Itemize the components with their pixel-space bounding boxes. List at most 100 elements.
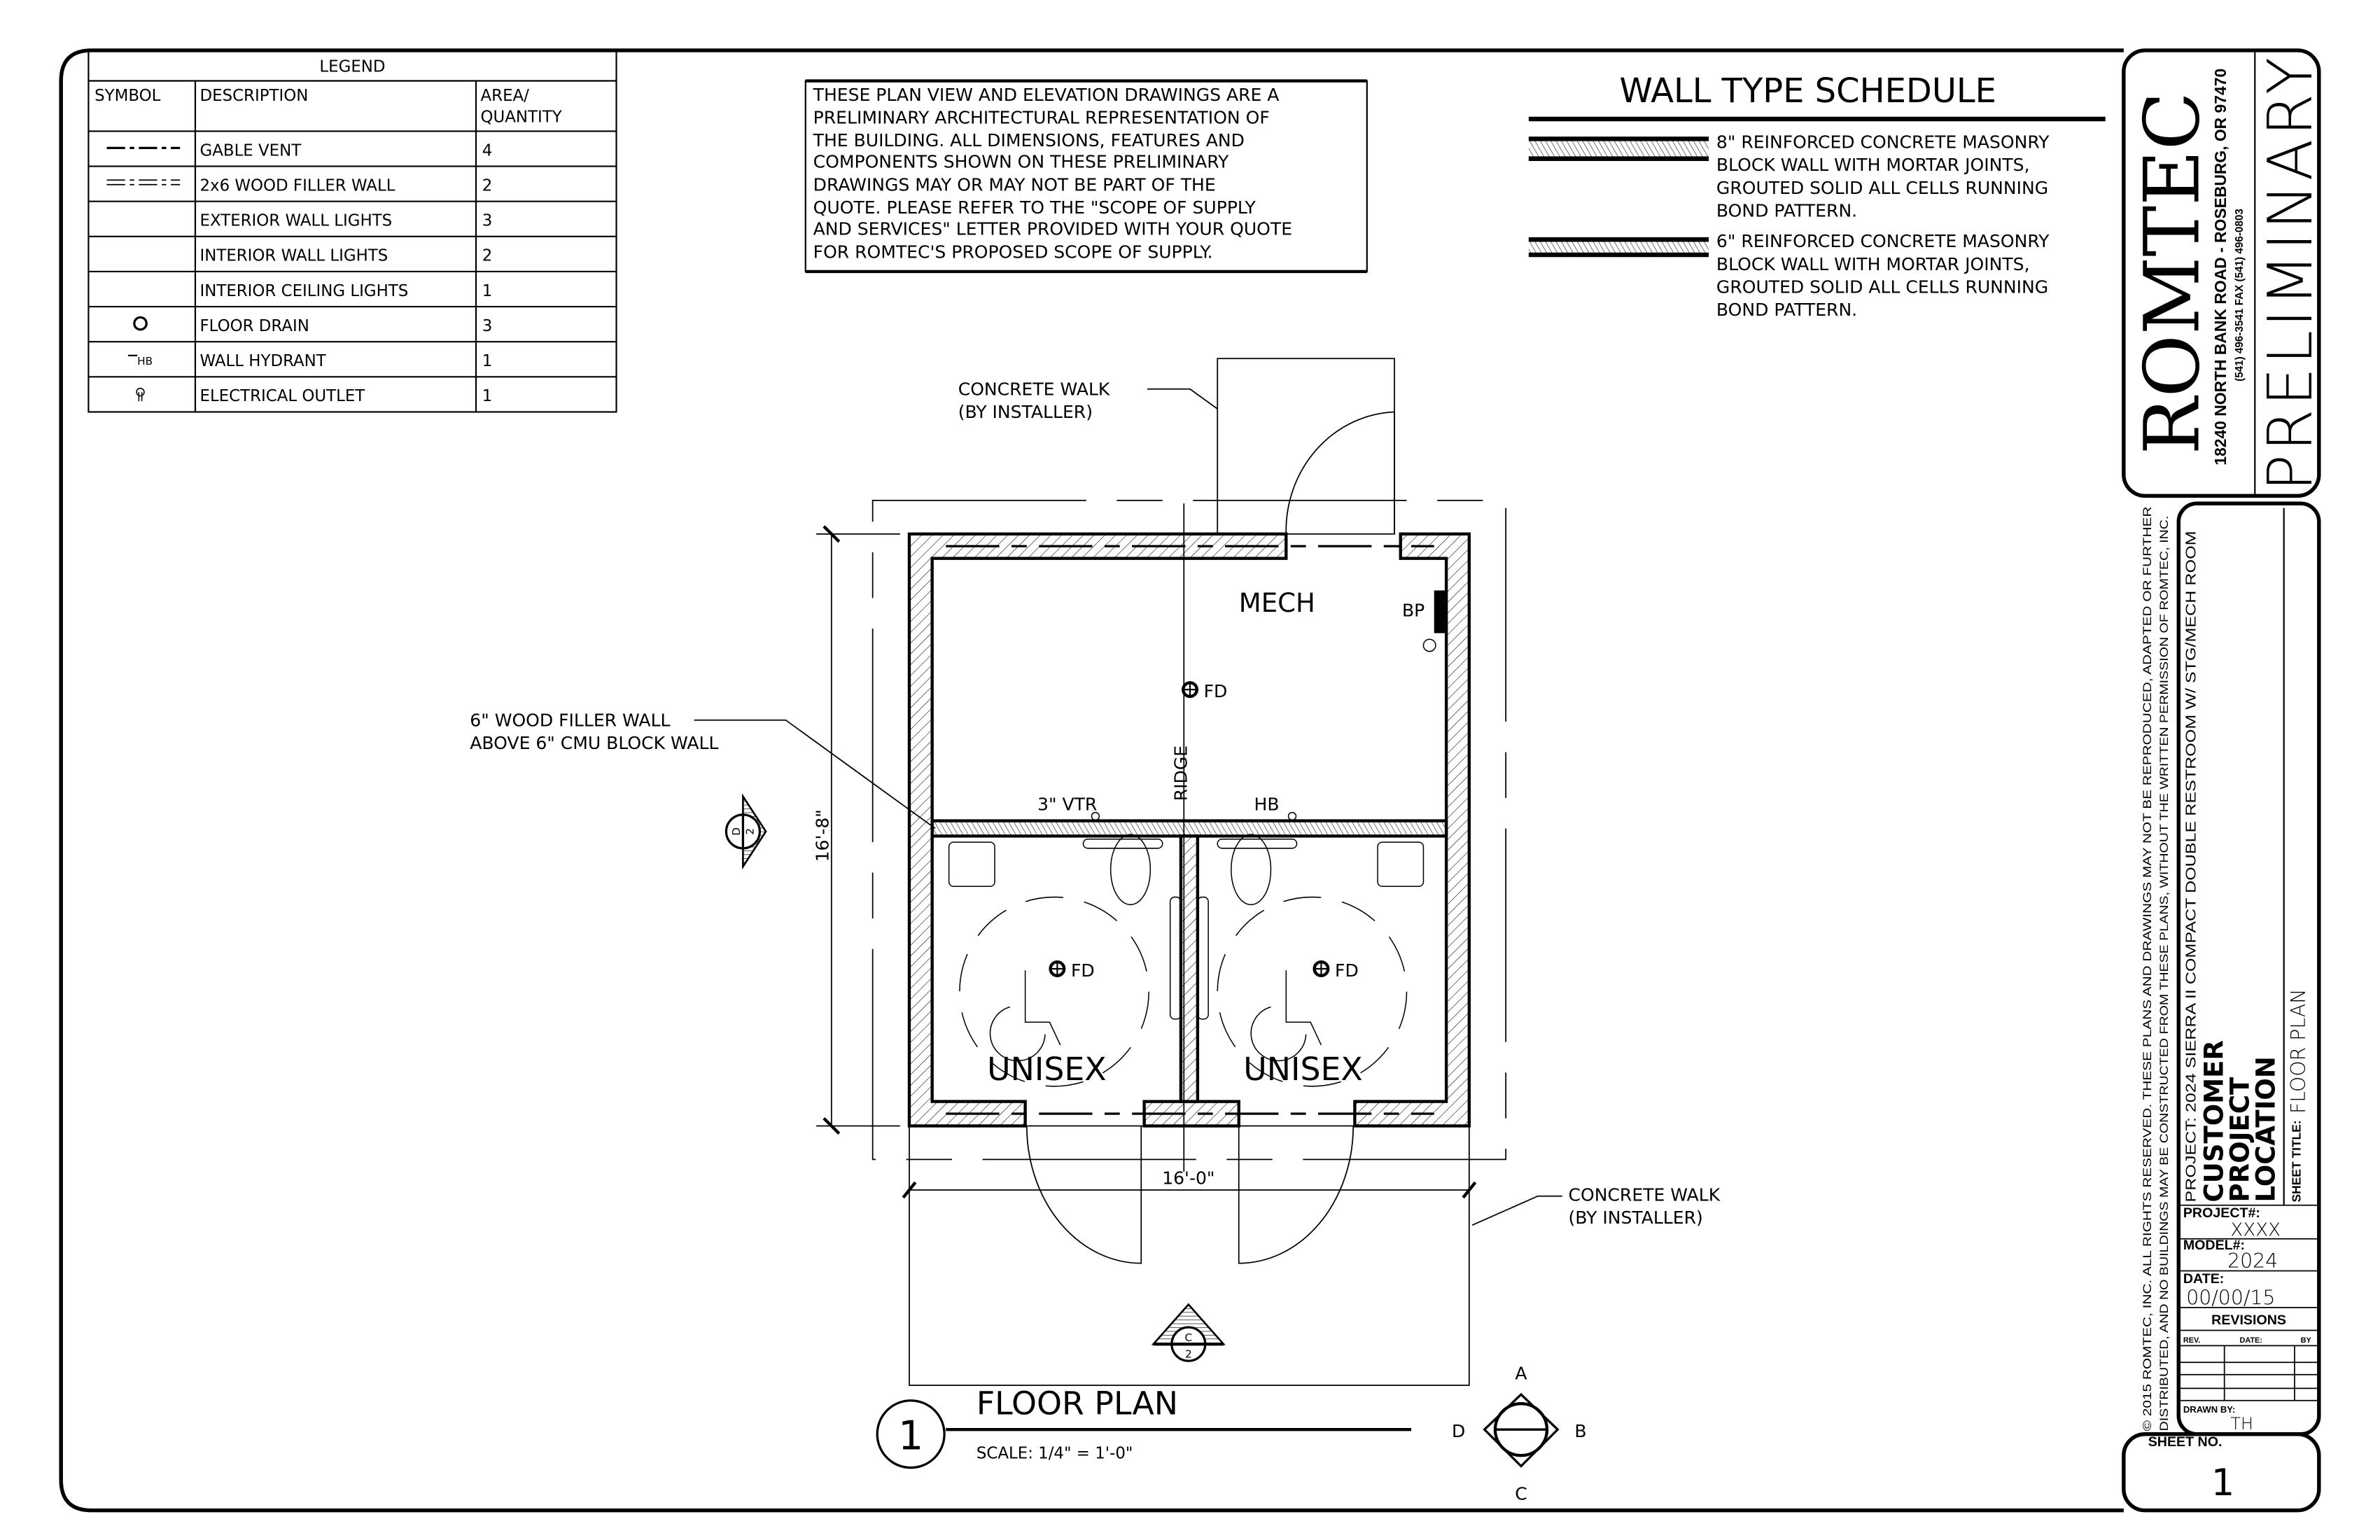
legend-table: LEGEND SYMBOL DESCRIPTION AREA/ QUANTITY… xyxy=(88,49,617,413)
company-phone: (541) 496-3541 FAX (541) 496-0803 xyxy=(2234,209,2246,382)
floor-plan: RIDGE MECH BP FD 3" VTR HB FD xyxy=(470,358,1721,1386)
svg-text:BLOCK WALL WITH MORTAR JOINTS,: BLOCK WALL WITH MORTAR JOINTS, xyxy=(1716,155,2030,175)
model-label: MODEL#: xyxy=(2183,1238,2245,1253)
sink-icon xyxy=(1377,841,1424,888)
company-logo: ROMTEC xyxy=(2128,92,2217,455)
svg-text:2x6 WOOD FILLER WALL: 2x6 WOOD FILLER WALL xyxy=(200,176,396,195)
svg-text:FOR ROMTEC'S PROPOSED SCOPE OF: FOR ROMTEC'S PROPOSED SCOPE OF SUPPLY. xyxy=(813,241,1213,262)
legend-header-area: AREA/ xyxy=(481,87,530,105)
cmu-divider-wall xyxy=(930,819,1448,838)
svg-text:FLOOR DRAIN: FLOOR DRAIN xyxy=(200,317,309,335)
model-number: 2024 xyxy=(2227,1250,2278,1273)
company-address: 18240 NORTH BANK ROAD - ROSEBURG, OR 974… xyxy=(2211,69,2230,465)
svg-text:3: 3 xyxy=(482,212,493,230)
legend-header-description: DESCRIPTION xyxy=(200,87,309,105)
toilet-icon xyxy=(1110,834,1152,906)
section-marker-c[interactable]: C 2 xyxy=(1151,1303,1226,1362)
date-label: DATE: xyxy=(2183,1271,2224,1287)
svg-text:ELECTRICAL OUTLET: ELECTRICAL OUTLET xyxy=(200,387,366,405)
floor-drain-label: FD xyxy=(1335,960,1359,981)
svg-text:GROUTED SOLID ALL CELLS RUNNIN: GROUTED SOLID ALL CELLS RUNNING xyxy=(1716,178,2048,198)
dimension-vertical xyxy=(816,525,900,1135)
copyright-line-1: © 2015 ROMTEC, INC. ALL RIGHTS RESERVED.… xyxy=(2141,507,2154,1432)
svg-text:EXTERIOR WALL LIGHTS: EXTERIOR WALL LIGHTS xyxy=(200,212,393,230)
drawn-by-label: DRAWN BY: xyxy=(2183,1404,2236,1415)
customer-name: CUSTOMER xyxy=(2199,1040,2230,1202)
legend-header-quantity: QUANTITY xyxy=(481,108,563,126)
sheet-number: 1 xyxy=(2211,1462,2234,1504)
svg-text:PRELIMINARY ARCHITECTURAL REPR: PRELIMINARY ARCHITECTURAL REPRESENTATION… xyxy=(813,108,1270,128)
legend-header-symbol: SYMBOL xyxy=(94,87,161,105)
svg-text:4: 4 xyxy=(482,141,493,160)
walk-callout-bottom: (BY INSTALLER) xyxy=(1569,1208,1703,1228)
room-label-unisex-right: UNISEX xyxy=(1243,1051,1363,1088)
walk-callout-bottom: CONCRETE WALK xyxy=(1569,1184,1721,1205)
project-name: PROJECT xyxy=(2225,1077,2255,1202)
svg-text:COMPONENTS SHOWN ON THESE PREL: COMPONENTS SHOWN ON THESE PRELIMINARY xyxy=(813,152,1229,172)
svg-text:C: C xyxy=(1184,1331,1192,1344)
door-unisex-right xyxy=(1238,1126,1354,1264)
ridge-label: RIDGE xyxy=(1171,746,1191,801)
project-location: LOCATION xyxy=(2251,1056,2281,1202)
filler-wall-callout: ABOVE 6" CMU BLOCK WALL xyxy=(470,733,718,753)
revisions-label: REVISIONS xyxy=(2211,1312,2286,1328)
rev-by-header: BY xyxy=(2301,1336,2312,1345)
wood-filler-wall-symbol xyxy=(106,179,181,186)
copyright-line-2: DISTRIBUTED, AND NO BUILDINGS MAY BE CON… xyxy=(2157,516,2171,1432)
room-label-mech: MECH xyxy=(1239,588,1315,618)
svg-text:D: D xyxy=(730,827,743,836)
restroom-right xyxy=(1197,834,1424,1087)
door-mech xyxy=(1285,411,1395,534)
exterior-wall xyxy=(907,532,1288,1128)
floor-drain-icon xyxy=(1182,681,1198,699)
turning-circle xyxy=(959,896,1149,1087)
date-value: 00/00/15 xyxy=(2186,1286,2275,1309)
concrete-walk-top xyxy=(1217,358,1395,535)
disclaimer-note: THESE PLAN VIEW AND ELEVATION DRAWINGS A… xyxy=(804,79,1368,274)
svg-text:GROUTED SOLID ALL CELLS RUNNIN: GROUTED SOLID ALL CELLS RUNNING xyxy=(1716,276,2048,297)
svg-text:AND SERVICES" LETTER PROVIDED: AND SERVICES" LETTER PROVIDED WITH YOUR … xyxy=(813,219,1292,239)
backflow-preventer-icon xyxy=(1434,590,1445,634)
legend-row: GABLE VENT 4 xyxy=(200,141,493,160)
section-marker-d[interactable]: D 2 xyxy=(724,793,767,870)
svg-text:2: 2 xyxy=(1185,1348,1192,1361)
svg-text:1: 1 xyxy=(482,282,493,300)
sheet-number-panel xyxy=(2122,1432,2321,1513)
svg-text:DRAWINGS MAY OR MAY NOT BE PAR: DRAWINGS MAY OR MAY NOT BE PART OF THE xyxy=(813,174,1216,195)
svg-text:INTERIOR WALL LIGHTS: INTERIOR WALL LIGHTS xyxy=(200,247,388,265)
svg-text:THE BUILDING. ALL DIMENSIONS,: THE BUILDING. ALL DIMENSIONS, FEATURES A… xyxy=(813,130,1245,150)
project-number: XXXX xyxy=(2230,1219,2281,1240)
vent-label: 3" VTR xyxy=(1037,794,1097,814)
svg-text:C: C xyxy=(1515,1483,1527,1504)
svg-text:BOND PATTERN.: BOND PATTERN. xyxy=(1716,201,1857,221)
toilet-icon xyxy=(1231,834,1272,906)
legend-row: INTERIOR CEILING LIGHTS 1 xyxy=(200,282,493,300)
svg-text:2: 2 xyxy=(744,828,757,835)
floor-drain-icon xyxy=(1312,960,1330,977)
floor-drain-symbol-icon xyxy=(133,316,148,331)
floor-drain-label: FD xyxy=(1071,960,1095,981)
svg-text:INTERIOR CEILING LIGHTS: INTERIOR CEILING LIGHTS xyxy=(200,282,409,300)
grab-bar-icon xyxy=(1169,896,1182,1020)
rev-date-header: DATE: xyxy=(2239,1336,2262,1345)
drawn-by: TH xyxy=(2230,1414,2253,1434)
hose-bib-icon xyxy=(1287,811,1297,821)
rev-header: REV. xyxy=(2183,1336,2200,1345)
svg-text:GABLE VENT: GABLE VENT xyxy=(200,141,302,160)
svg-text:THESE PLAN VIEW AND ELEVATION: THESE PLAN VIEW AND ELEVATION DRAWINGS A… xyxy=(813,85,1280,105)
svg-text:QUOTE. PLEASE REFER TO THE "SC: QUOTE. PLEASE REFER TO THE "SCOPE OF SUP… xyxy=(813,197,1256,218)
wall-schedule-title: WALL TYPE SCHEDULE xyxy=(1619,72,1996,111)
walk-callout-top: (BY INSTALLER) xyxy=(958,402,1093,422)
walk-callout-top: CONCRETE WALK xyxy=(958,379,1110,400)
grab-bar-icon xyxy=(1197,896,1209,1020)
sink-icon xyxy=(948,841,995,888)
svg-text:WALL HYDRANT: WALL HYDRANT xyxy=(200,352,327,370)
svg-text:B: B xyxy=(1574,1421,1586,1441)
svg-text:6" REINFORCED CONCRETE MASONRY: 6" REINFORCED CONCRETE MASONRY xyxy=(1716,231,2050,251)
dimension-horizontal-label: 16'-0" xyxy=(1162,1168,1214,1188)
